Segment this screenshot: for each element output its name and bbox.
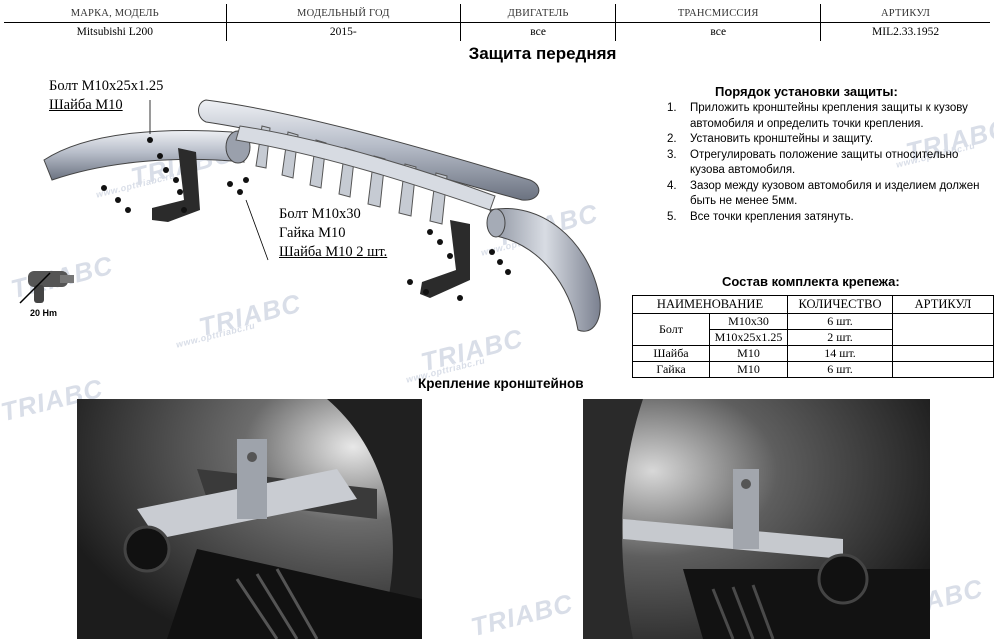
label-mid-nut: Гайка M10 (279, 225, 346, 241)
kit-table: НАИМЕНОВАНИЕ КОЛИЧЕСТВО АРТИКУЛ Болт M10… (632, 295, 994, 378)
left-bracket (152, 148, 200, 222)
step-text: Приложить кронштейны крепления защиты к … (690, 102, 968, 130)
kit-cell-article (892, 361, 994, 378)
label-left-washer: Шайба M10 (49, 96, 123, 115)
table-row: M10x25x1.25 2 шт. (633, 329, 994, 346)
install-step: 3. Отрегулировать положение защиты относи… (664, 148, 984, 179)
header-value-transmission: все (615, 22, 822, 41)
header-col-transmission: ТРАНСМИССИЯ (615, 4, 822, 23)
label-mid-bolt: Болт M10x30 (279, 206, 361, 222)
step-text: Все точки крепления затянуть. (690, 210, 854, 223)
torque-label: 20 Нm (30, 308, 58, 318)
table-row: Гайка M10 6 шт. (632, 361, 994, 378)
header-col-article: АРТИКУЛ (881, 7, 931, 19)
page-title: Защита передняя (468, 44, 617, 63)
table-row: Шайба M10 14 шт. (632, 345, 994, 362)
fasteners (101, 137, 511, 301)
kit-cell-spec: M10x30 (709, 313, 788, 330)
right-tube (489, 208, 601, 332)
label-mid-washer: Шайба M10 2 шт. (279, 243, 387, 262)
header-value-model: Mitsubishi L200 (4, 22, 227, 41)
step-number: 3. (667, 148, 677, 161)
impact-wrench-icon (19, 271, 74, 304)
main-bar (198, 99, 540, 201)
kit-title: Состав комплекта крепежа: (722, 274, 900, 289)
kit-cell-qty: 6 шт. (787, 361, 893, 378)
step-text: Зазор между кузовом автомобиля и изделие… (690, 179, 980, 208)
step-number: 2. (667, 133, 677, 145)
header-col-year: МОДЕЛЬНЫЙ ГОД (226, 4, 462, 23)
kit-cell-qty: 2 шт. (787, 329, 893, 346)
spec-header-table: МАРКА, МОДЕЛЬ МОДЕЛЬНЫЙ ГОД ДВИГАТЕЛЬ ТР… (4, 4, 990, 41)
install-step: 4. Зазор между кузовом автомобиля и издел… (664, 179, 984, 210)
label-left-washer-text: Шайба M10 (49, 97, 123, 113)
step-number: 5. (667, 210, 677, 223)
step-text: Отрегулировать положение защиты относите… (690, 148, 959, 177)
kit-cell-spec: M10x25x1.25 (709, 329, 788, 346)
kit-cell-name: Гайка (632, 361, 710, 378)
watermark-logo: TRIABC (467, 587, 577, 643)
right-bracket (420, 220, 470, 298)
install-step: 5. Все точки крепления затянуть. (664, 210, 984, 226)
bracket-photo-left (77, 399, 422, 639)
kit-cell-qty: 14 шт. (787, 345, 893, 362)
kit-cell-spec: M10 (709, 361, 788, 378)
kit-cell-name: Шайба (632, 345, 710, 362)
header-col-engine: ДВИГАТЕЛЬ (460, 4, 617, 23)
leader-lines (149, 100, 269, 261)
kit-cell-name: Болт (632, 313, 710, 346)
kit-header-name: НАИМЕНОВАНИЕ (632, 295, 788, 314)
photos-title: Крепление кронштейнов (418, 376, 584, 391)
kit-header-qty: КОЛИЧЕСТВО (787, 295, 893, 314)
bracket-photo-right (583, 399, 930, 639)
header-col-model: МАРКА, МОДЕЛЬ (4, 4, 227, 23)
header-value-engine: все (460, 22, 617, 41)
left-tube (43, 129, 245, 181)
kit-cell-article (892, 313, 994, 346)
install-step: 2. Установить кронштейны и защиту. (664, 132, 984, 148)
bumper-guard-illustration (19, 99, 601, 332)
label-mid-washer-text: Шайба M10 2 шт. (279, 244, 388, 260)
step-number: 4. (667, 179, 677, 192)
header-value-article: MIL2.33.1952 (820, 22, 990, 41)
label-left-bolt: Болт M10x25x1.25 (49, 78, 164, 94)
install-steps: 1. Приложить кронштейны крепления защиты … (664, 101, 984, 225)
step-text: Установить кронштейны и защиту. (690, 133, 874, 145)
table-row: Болт M10x30 6 шт. (632, 313, 994, 346)
kit-cell-spec: M10 (709, 345, 788, 362)
kit-cell-qty: 6 шт. (787, 313, 893, 330)
step-number: 1. (667, 102, 677, 114)
install-title: Порядок установки защиты: (715, 84, 898, 99)
install-step: 1. Приложить кронштейны крепления защиты … (664, 101, 984, 132)
right-tube-end (486, 208, 506, 238)
kit-header-article: АРТИКУЛ (892, 295, 994, 314)
header-value-year: 2015- (226, 22, 462, 41)
kit-cell-article (892, 345, 994, 362)
